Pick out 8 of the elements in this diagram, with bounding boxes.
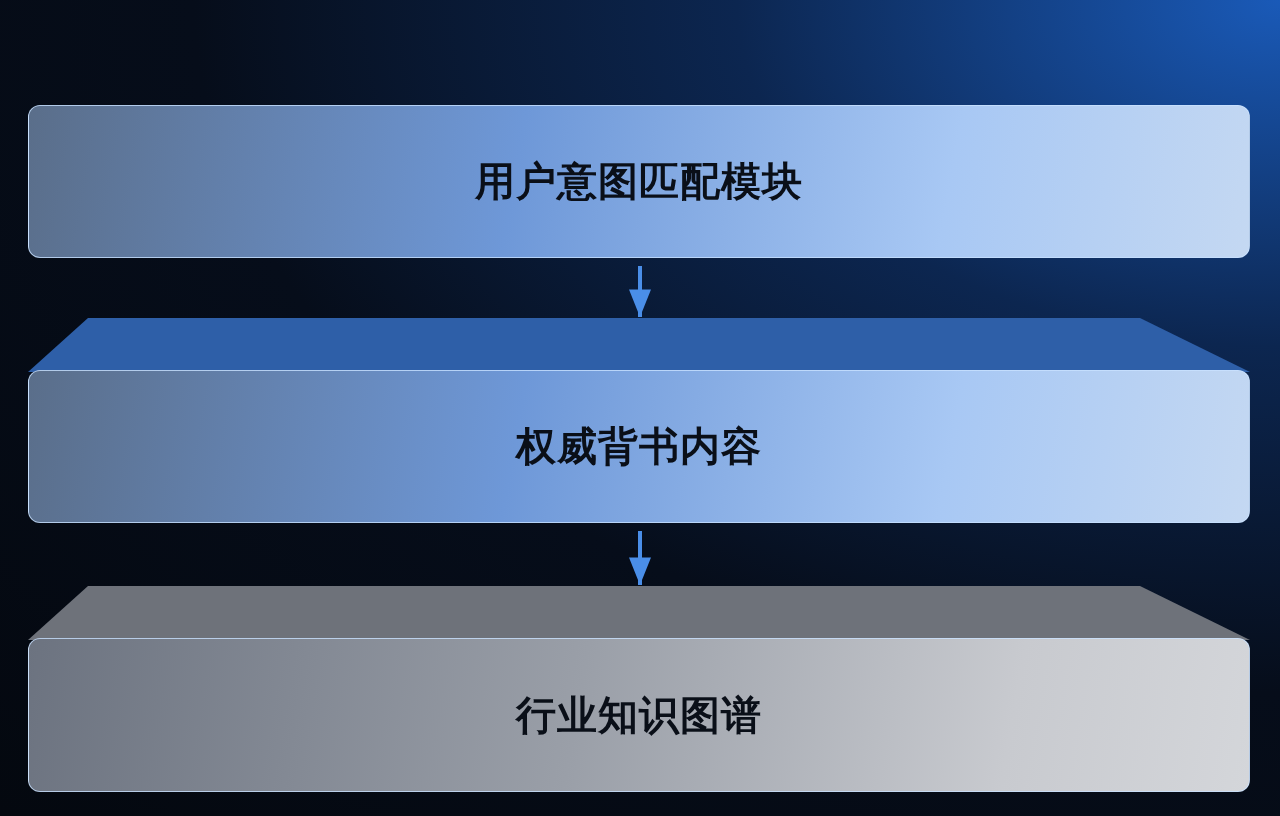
- layer-title: 行业知识图谱: [516, 690, 762, 740]
- layer-title: 权威背书内容: [516, 422, 762, 471]
- arrow: [629, 531, 651, 585]
- layer-title: 用户意图匹配模块: [475, 157, 803, 206]
- arrow: [629, 266, 651, 317]
- layer-box: [28, 105, 1250, 258]
- layer-slab: [28, 586, 1250, 792]
- layer-slab: [28, 318, 1250, 523]
